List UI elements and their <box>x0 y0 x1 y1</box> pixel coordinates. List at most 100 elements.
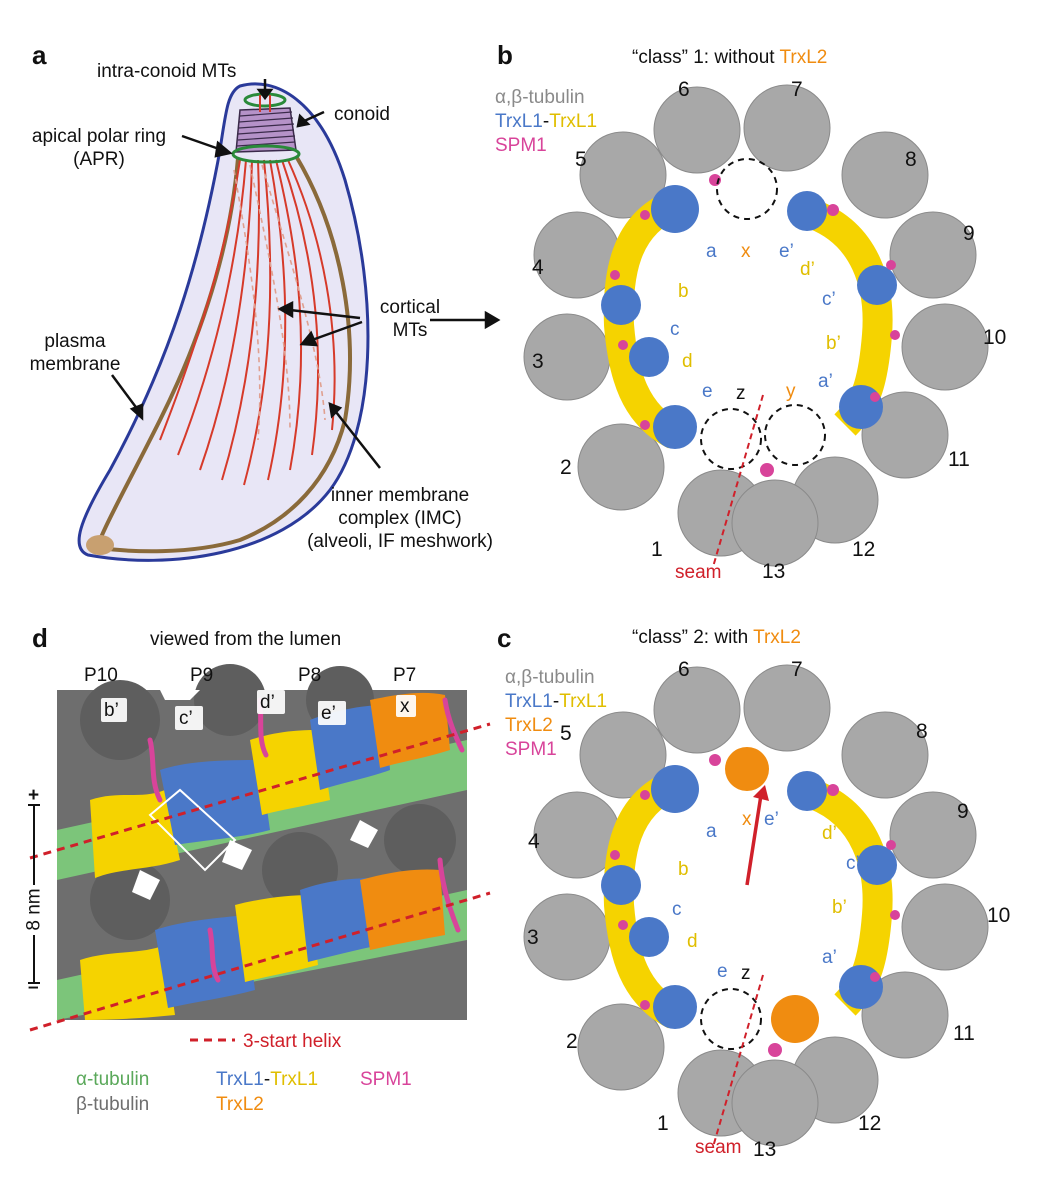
site-b-a-prime: a’ <box>818 371 833 392</box>
site-c-e-prime: e’ <box>764 809 779 830</box>
pf-label-b-1: 1 <box>651 538 663 561</box>
pf-b-6 <box>653 86 741 174</box>
panel-d-title: viewed from the lumen <box>150 629 342 650</box>
panel-a-arrows <box>110 79 501 469</box>
site-b-c: c <box>670 319 680 340</box>
legend-d-alpha: α-tubulin <box>76 1069 150 1090</box>
basal-complex <box>86 535 114 555</box>
site-c-c: c <box>672 899 682 920</box>
pf-label-b-9: 9 <box>963 222 975 245</box>
pf-b-2 <box>577 423 665 511</box>
site-c-b: b <box>678 859 689 880</box>
col-p7: P7 <box>393 665 417 686</box>
box-d-prime <box>257 690 285 714</box>
label-conoid: conoid <box>334 104 390 125</box>
site-b-b-prime: b’ <box>826 333 841 354</box>
box-label-c-prime: c’ <box>179 708 193 729</box>
panel-letter-b: b <box>497 40 513 70</box>
imc-line-right <box>99 154 352 554</box>
site-b-d-prime: d’ <box>800 259 815 280</box>
pf-b-5 <box>579 131 667 219</box>
minus-end-label: – <box>28 977 39 998</box>
legend-d-spm1: SPM1 <box>360 1069 412 1090</box>
pf-c-8 <box>841 711 929 799</box>
site-b-e-prime: e’ <box>779 241 794 262</box>
box-label-b-prime: b’ <box>104 700 119 721</box>
col-p8: P8 <box>298 665 322 686</box>
scale-label: 8 nm <box>23 888 45 931</box>
site-c-e: e <box>717 961 728 982</box>
pf-b-8 <box>841 131 929 219</box>
box-c-prime <box>175 706 203 730</box>
panel-d-map <box>28 664 491 1042</box>
site-c-x: x <box>742 809 752 830</box>
pf-b-9 <box>889 211 977 299</box>
box-label-d-prime: d’ <box>260 692 275 713</box>
site-b-b: b <box>678 281 689 302</box>
site-c-d-prime: d’ <box>822 823 837 844</box>
site-c-a: a <box>706 821 717 842</box>
legend-d-trxl1: TrxL1-TrxL1 <box>216 1069 319 1090</box>
conoid-shape <box>231 92 301 164</box>
pf-b-13 <box>731 479 819 567</box>
site-b-c-prime: c’ <box>822 289 836 310</box>
panel-b-ring <box>523 84 989 568</box>
panel-c-ring <box>523 664 989 1148</box>
pf-c-7 <box>743 664 831 752</box>
legend-d-beta: β-tubulin <box>76 1094 150 1115</box>
pf-c-9 <box>889 791 977 879</box>
site-b-x: x <box>741 241 751 262</box>
pf-label-c-5: 5 <box>560 722 572 745</box>
panel-letter-c: c <box>497 623 512 653</box>
box-label-x: x <box>400 696 410 717</box>
seam-label-b: seam <box>675 562 722 583</box>
c-prime-box <box>148 788 237 872</box>
pf-label-c-4: 4 <box>528 830 540 853</box>
pf-label-c-11: 11 <box>953 1022 975 1045</box>
site-c-c-prime: c’ <box>846 853 860 874</box>
scale-bar <box>28 804 40 984</box>
pf-label-b-3: 3 <box>532 350 544 373</box>
legend-b-spm1: SPM1 <box>495 135 547 156</box>
site-b-y: y <box>786 381 796 402</box>
pf-label-b-13: 13 <box>762 560 786 583</box>
trxl1-left-b <box>603 191 683 449</box>
pf-label-b-6: 6 <box>678 78 690 101</box>
pf-label-b-11: 11 <box>948 448 970 471</box>
label-intra-conoid: intra-conoid MTs <box>97 61 237 82</box>
pf-c-10 <box>901 883 989 971</box>
site-b-z: z <box>736 383 746 404</box>
legend-b-trxl1: TrxL1-TrxL1 <box>495 111 598 132</box>
pf-label-c-7: 7 <box>791 658 803 681</box>
panel-letter-d: d <box>32 623 48 653</box>
legend-c-tubulin: α,β-tubulin <box>505 667 595 688</box>
pf-label-b-7: 7 <box>791 78 803 101</box>
site-b-d: d <box>682 351 693 372</box>
pf-label-c-9: 9 <box>957 800 969 823</box>
box-x <box>396 695 416 717</box>
label-apr: apical polar ring(APR) <box>31 126 167 170</box>
site-c-z: z <box>741 963 751 984</box>
box-label-e-prime: e’ <box>321 703 336 724</box>
pf-label-b-4: 4 <box>532 256 544 279</box>
pf-label-c-3: 3 <box>527 926 539 949</box>
pf-label-b-10: 10 <box>983 326 1007 349</box>
helix-label: 3-start helix <box>243 1031 342 1052</box>
seam-label-c: seam <box>695 1137 742 1158</box>
legend-d-trxl2: TrxL2 <box>216 1094 264 1115</box>
pf-label-b-2: 2 <box>560 456 572 479</box>
trxl2-densities <box>725 747 819 1043</box>
site-b-e: e <box>702 381 713 402</box>
box-e-prime <box>318 701 346 725</box>
col-p9: P9 <box>190 665 214 686</box>
helix-lines <box>29 722 491 1042</box>
pf-label-c-6: 6 <box>678 658 690 681</box>
site-b-a: a <box>706 241 717 262</box>
pf-label-c-10: 10 <box>987 904 1011 927</box>
trxl2-arrow <box>745 794 763 886</box>
panel-letter-a: a <box>32 40 47 70</box>
pf-label-c-2: 2 <box>566 1030 578 1053</box>
pf-c-5 <box>579 711 667 799</box>
